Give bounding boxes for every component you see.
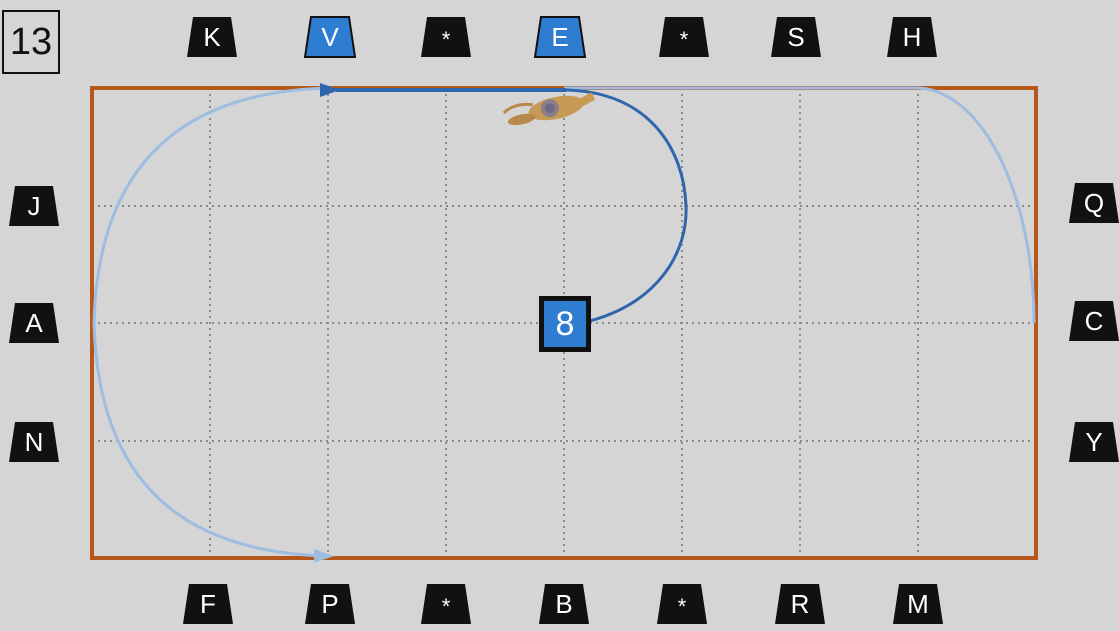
letter-label-bottom-1: P (321, 589, 338, 619)
letter-marker-right-0: Q (1069, 183, 1119, 223)
letter-label-left-1: A (25, 308, 43, 338)
letter-marker-top-4: * (659, 17, 709, 57)
letter-label-bottom-5: R (791, 589, 810, 619)
letter-marker-bottom-2: * (421, 584, 471, 624)
letter-label-top-3: E (551, 22, 568, 52)
letter-label-top-6: H (903, 22, 922, 52)
letter-marker-bottom-3: B (539, 584, 589, 624)
letter-marker-top-6: H (887, 17, 937, 57)
letter-label-right-0: Q (1084, 188, 1104, 218)
letter-label-bottom-0: F (200, 589, 216, 619)
letter-marker-bottom-4: * (657, 584, 707, 624)
letter-label-bottom-3: B (555, 589, 572, 619)
letter-marker-left-1: A (9, 303, 59, 343)
letter-marker-top-0: K (187, 17, 237, 57)
letter-label-top-0: K (203, 22, 221, 52)
letter-marker-right-2: Y (1069, 422, 1119, 462)
letter-label-right-2: Y (1085, 427, 1102, 457)
letter-marker-bottom-5: R (775, 584, 825, 624)
letter-marker-top-1: V (305, 17, 355, 57)
letter-label-right-1: C (1085, 306, 1104, 336)
letter-label-left-0: J (28, 191, 41, 221)
letter-label-bottom-4: * (678, 594, 687, 619)
figure-number-marker: 8 (539, 296, 591, 352)
letter-marker-bottom-6: M (893, 584, 943, 624)
figure-number-label: 8 (544, 301, 586, 347)
letter-label-top-1: V (321, 22, 339, 52)
letter-marker-right-1: C (1069, 301, 1119, 341)
letter-label-left-2: N (25, 427, 44, 457)
horse-icon (503, 89, 598, 130)
letter-label-bottom-6: M (907, 589, 929, 619)
letter-label-bottom-2: * (442, 594, 451, 619)
letter-marker-top-3: E (535, 17, 585, 57)
letter-label-top-4: * (680, 27, 689, 52)
letter-marker-top-5: S (771, 17, 821, 57)
letter-marker-top-2: * (421, 17, 471, 57)
step-number-box: 13 (2, 10, 60, 74)
letter-label-top-2: * (442, 27, 451, 52)
letter-marker-left-0: J (9, 186, 59, 226)
letter-marker-left-2: N (9, 422, 59, 462)
letter-label-top-5: S (787, 22, 804, 52)
letter-marker-bottom-0: F (183, 584, 233, 624)
letter-marker-bottom-1: P (305, 584, 355, 624)
